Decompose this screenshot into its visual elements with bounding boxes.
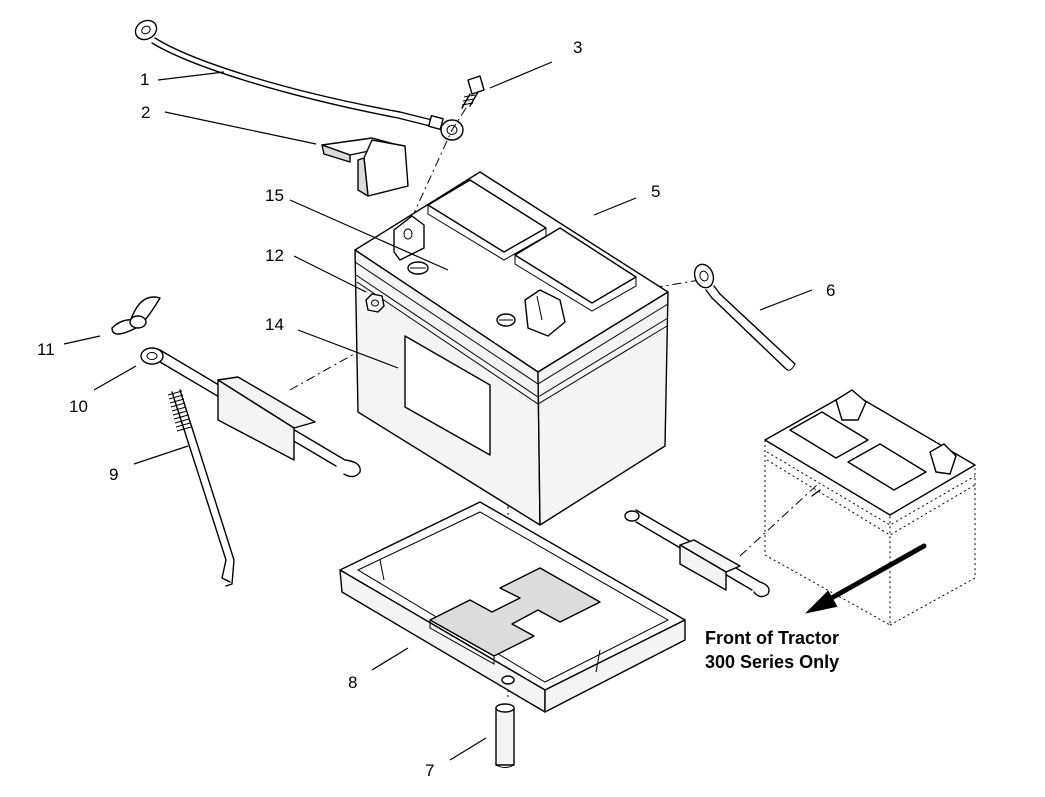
battery-300-series: [764, 389, 976, 626]
leader-10: [93, 365, 137, 391]
leader-14: [297, 329, 399, 369]
note-300-series-only: 300 Series Only: [705, 652, 839, 672]
leader-12: [293, 255, 367, 293]
nut-12: [365, 293, 385, 313]
hold-down-bracket-300: [624, 483, 819, 598]
battery-cable-1: [134, 19, 464, 141]
note-front-of-tractor: Front of Tractor: [705, 628, 839, 648]
leader-9: [133, 445, 189, 465]
callout-12: 12: [265, 246, 284, 265]
callout-5: 5: [651, 182, 660, 201]
leader-5: [593, 197, 637, 216]
front-arrow-icon: [804, 543, 927, 614]
battery-5: [354, 171, 669, 526]
terminal-bolt-3: [461, 75, 485, 109]
battery-cable-6: [693, 263, 796, 371]
callout-15: 15: [265, 186, 284, 205]
callout-3: 3: [573, 38, 582, 57]
spacer-7: [495, 703, 515, 768]
terminal-cover-2: [321, 137, 409, 197]
leader-1: [157, 71, 225, 81]
callout-6: 6: [826, 281, 835, 300]
leader-2: [164, 111, 317, 145]
leader-11: [63, 335, 101, 345]
callout-1: 1: [140, 70, 149, 89]
leader-15: [289, 199, 449, 271]
hold-down-bracket-10: [140, 347, 361, 478]
battery-tray-8: [339, 501, 686, 713]
callout-11: 11: [37, 340, 55, 359]
callout-14: 14: [265, 315, 284, 334]
callout-9: 9: [109, 465, 118, 484]
callout-7: 7: [425, 761, 434, 780]
callout-2: 2: [141, 103, 150, 122]
callout-10: 10: [69, 397, 88, 416]
leader-3: [489, 61, 553, 89]
hold-down-rod-9: [167, 389, 235, 587]
leader-7: [449, 737, 487, 761]
wing-nut-11: [111, 296, 161, 335]
callout-8: 8: [348, 673, 357, 692]
leader-6: [759, 289, 813, 311]
leader-8: [371, 647, 409, 671]
